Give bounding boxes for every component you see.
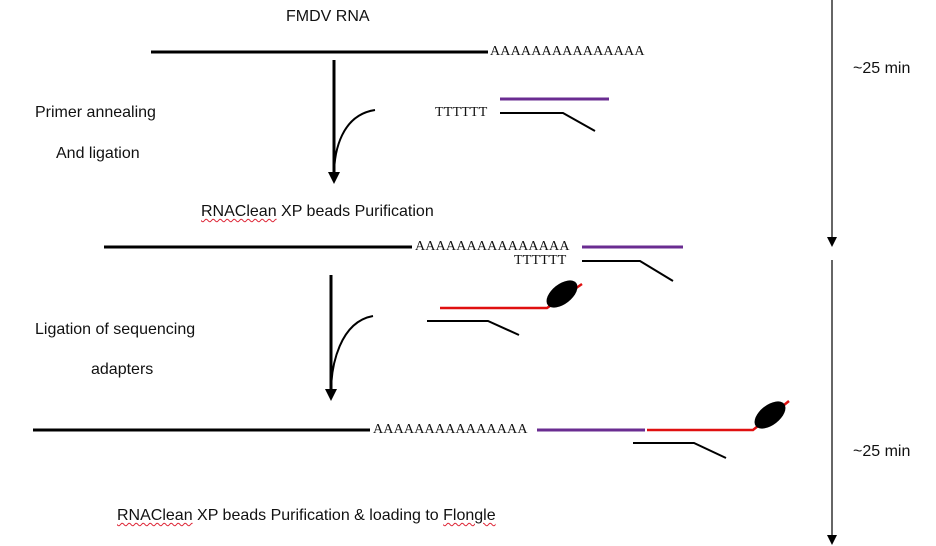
primer-backbone-2 (582, 260, 674, 282)
curved-arrow-2 (330, 315, 374, 394)
timing-label-1: ~25 min (853, 60, 911, 77)
purification-1-rest: XP beads Purification (276, 203, 434, 220)
step-ligation-sequencing: Ligation of sequencing (35, 321, 196, 338)
step-purification-2: RNAClean XP beads Purification & loading… (117, 507, 496, 525)
purification-2-middle: XP beads Purification & loading to (192, 507, 444, 524)
title-fmdv-rna: FMDV RNA (286, 8, 370, 25)
motor-protein-1 (546, 280, 578, 308)
curved-arrow-1 (333, 109, 376, 177)
step-and-ligation: And ligation (56, 145, 140, 162)
adapter-backbone-2 (633, 442, 727, 459)
polyt-primer-2: TTTTTT (514, 253, 567, 268)
polya-tail-3: AAAAAAAAAAAAAAA (373, 422, 528, 437)
purification-1-reagent: RNAClean (201, 203, 277, 220)
motor-protein-2 (754, 401, 786, 429)
purification-2-flongle: Flongle (443, 507, 496, 524)
step-primer-annealing: Primer annealing (35, 104, 156, 121)
polya-tail-2: AAAAAAAAAAAAAAA (415, 239, 570, 254)
primer-backbone-1 (500, 112, 596, 132)
purification-2-reagent: RNAClean (117, 507, 193, 524)
polyt-primer-1: TTTTTT (435, 105, 488, 120)
polya-tail-1: AAAAAAAAAAAAAAA (490, 44, 645, 59)
step-adapters: adapters (91, 361, 154, 378)
step-purification-1: RNAClean XP beads Purification (201, 203, 434, 221)
timing-label-2: ~25 min (853, 443, 911, 460)
adapter-backbone-1 (427, 320, 520, 336)
